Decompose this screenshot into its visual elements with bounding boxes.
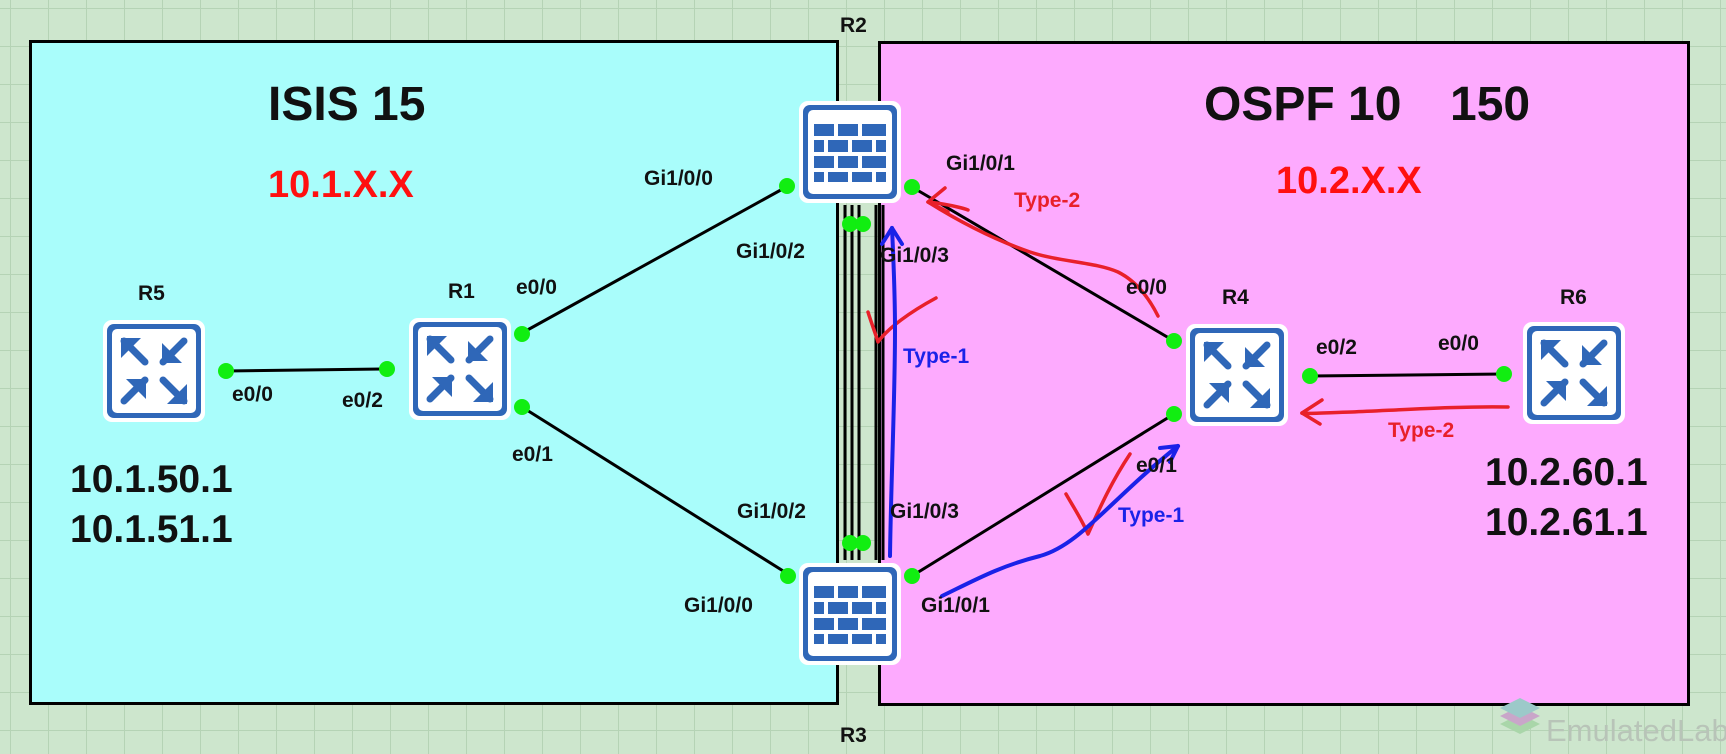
device-label-r3: R3 — [840, 724, 867, 747]
checkmark-bottom — [1064, 452, 1132, 536]
port-label: Gi1/0/0 — [644, 167, 713, 190]
link-r5-r1 — [225, 367, 387, 373]
port-label: e0/0 — [1438, 332, 1479, 355]
type1-vertical-arrow — [888, 226, 897, 558]
link-r1-r2 — [521, 184, 789, 335]
link-r2-r4 — [911, 185, 1175, 343]
type2-right-arrow — [1300, 405, 1510, 416]
router-r6[interactable] — [1523, 322, 1625, 424]
device-label-r1: R1 — [448, 280, 475, 303]
host-ip-r5-2: 10.1.51.1 — [70, 508, 233, 551]
port-label: e0/0 — [516, 276, 557, 299]
firewall-r2[interactable] — [799, 101, 901, 203]
port-label: e0/0 — [1126, 276, 1167, 299]
brand-text: EmulatedLab — [1546, 713, 1726, 748]
device-label-r2: R2 — [840, 14, 867, 37]
device-label-r6: R6 — [1560, 286, 1587, 309]
annotation-type2-top: Type-2 — [1014, 189, 1080, 212]
router-icon — [1523, 322, 1625, 424]
port-label: e0/1 — [512, 443, 553, 466]
link-r4-r6 — [1309, 372, 1505, 378]
annotation-type2-right: Type-2 — [1388, 419, 1454, 442]
port-label: Gi1/0/0 — [684, 594, 753, 617]
annotation-type1-mid: Type-1 — [903, 345, 969, 368]
firewall-r3[interactable] — [799, 563, 901, 665]
port-label: Gi1/0/2 — [737, 500, 806, 523]
area-title-isis: ISIS 15 — [268, 78, 425, 131]
area-subnet-ospf: 10.2.X.X — [1276, 160, 1422, 202]
port-dots — [218, 178, 1512, 584]
area-title-ospf-distance: 150 — [1450, 78, 1530, 131]
link-r2-r3-bundle — [843, 205, 885, 560]
area-subnet-isis: 10.1.X.X — [268, 164, 414, 206]
port-label: Gi1/0/1 — [921, 594, 990, 617]
port-label: Gi1/0/1 — [946, 152, 1015, 175]
area-title-ospf: OSPF 10 — [1204, 78, 1401, 131]
port-label: Gi1/0/2 — [736, 240, 805, 263]
port-label: e0/2 — [342, 389, 383, 412]
router-icon — [409, 318, 511, 420]
router-r1[interactable] — [409, 318, 511, 420]
port-label: e0/0 — [232, 383, 273, 406]
emulatedlab-logo: EmulatedLab — [1500, 698, 1726, 748]
layers-icon — [1500, 698, 1540, 734]
port-label: Gi1/0/3 — [890, 500, 959, 523]
port-label: e0/2 — [1316, 336, 1357, 359]
router-r4[interactable] — [1186, 324, 1288, 426]
link-r3-r4 — [911, 412, 1175, 578]
host-ip-r5-1: 10.1.50.1 — [70, 458, 233, 501]
device-label-r5: R5 — [138, 282, 165, 305]
type1-diagonal-arrow — [940, 444, 1180, 598]
port-label: Gi1/0/3 — [880, 244, 949, 267]
router-icon — [1186, 324, 1288, 426]
port-label: e0/1 — [1136, 454, 1177, 477]
checkmark-top — [866, 296, 938, 344]
firewall-icon — [799, 101, 901, 203]
router-r5[interactable] — [103, 320, 205, 422]
firewall-icon — [799, 563, 901, 665]
annotation-type1-bottom: Type-1 — [1118, 504, 1184, 527]
device-label-r4: R4 — [1222, 286, 1249, 309]
host-ip-r6-1: 10.2.60.1 — [1485, 451, 1648, 494]
router-icon — [103, 320, 205, 422]
host-ip-r6-2: 10.2.61.1 — [1485, 501, 1648, 544]
annotations — [866, 186, 1510, 598]
type2-top-arrow — [926, 200, 1160, 318]
links — [225, 184, 1505, 578]
link-r1-r3 — [521, 405, 789, 576]
